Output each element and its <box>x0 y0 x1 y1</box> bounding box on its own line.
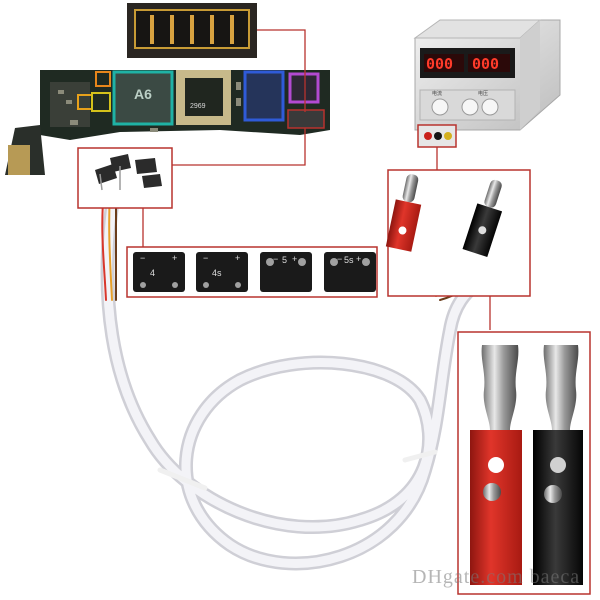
banana-plugs-small <box>385 169 531 297</box>
connector-minus-2: − <box>203 253 209 263</box>
banana-plugs-large <box>457 331 591 595</box>
psu-knob-right-label: 电压 <box>478 91 489 97</box>
connector-plus-3: + <box>292 254 298 264</box>
connector-label-4s: 4s <box>212 268 222 278</box>
connector-minus-3: − <box>273 254 279 264</box>
psu-display-right: 000 <box>472 55 500 73</box>
connector-plus-4: + <box>356 254 362 264</box>
connector-label-5: 5 <box>282 255 288 265</box>
callout-lines <box>142 29 491 330</box>
iphone-logic-board <box>5 70 330 175</box>
connector-row <box>126 246 378 298</box>
sim-tray-label: 2969 <box>190 103 206 110</box>
psu-knob-left-label: 电流 <box>432 91 443 97</box>
connector-minus-1: − <box>140 253 146 263</box>
connector-label-4: 4 <box>150 268 156 278</box>
dc-power-supply <box>413 19 561 148</box>
connector-minus-4: − <box>337 254 343 264</box>
connector-label-5s: 5s <box>344 255 354 265</box>
connector-plus-2: + <box>235 253 241 263</box>
clip-connectors-top <box>77 147 173 209</box>
psu-display-left: 000 <box>426 55 454 73</box>
watermark: DHgate.com baeca <box>412 566 581 588</box>
connector-plus-1: + <box>172 253 178 263</box>
connector-zoom <box>127 3 257 58</box>
chip-label: A6 <box>134 86 152 102</box>
